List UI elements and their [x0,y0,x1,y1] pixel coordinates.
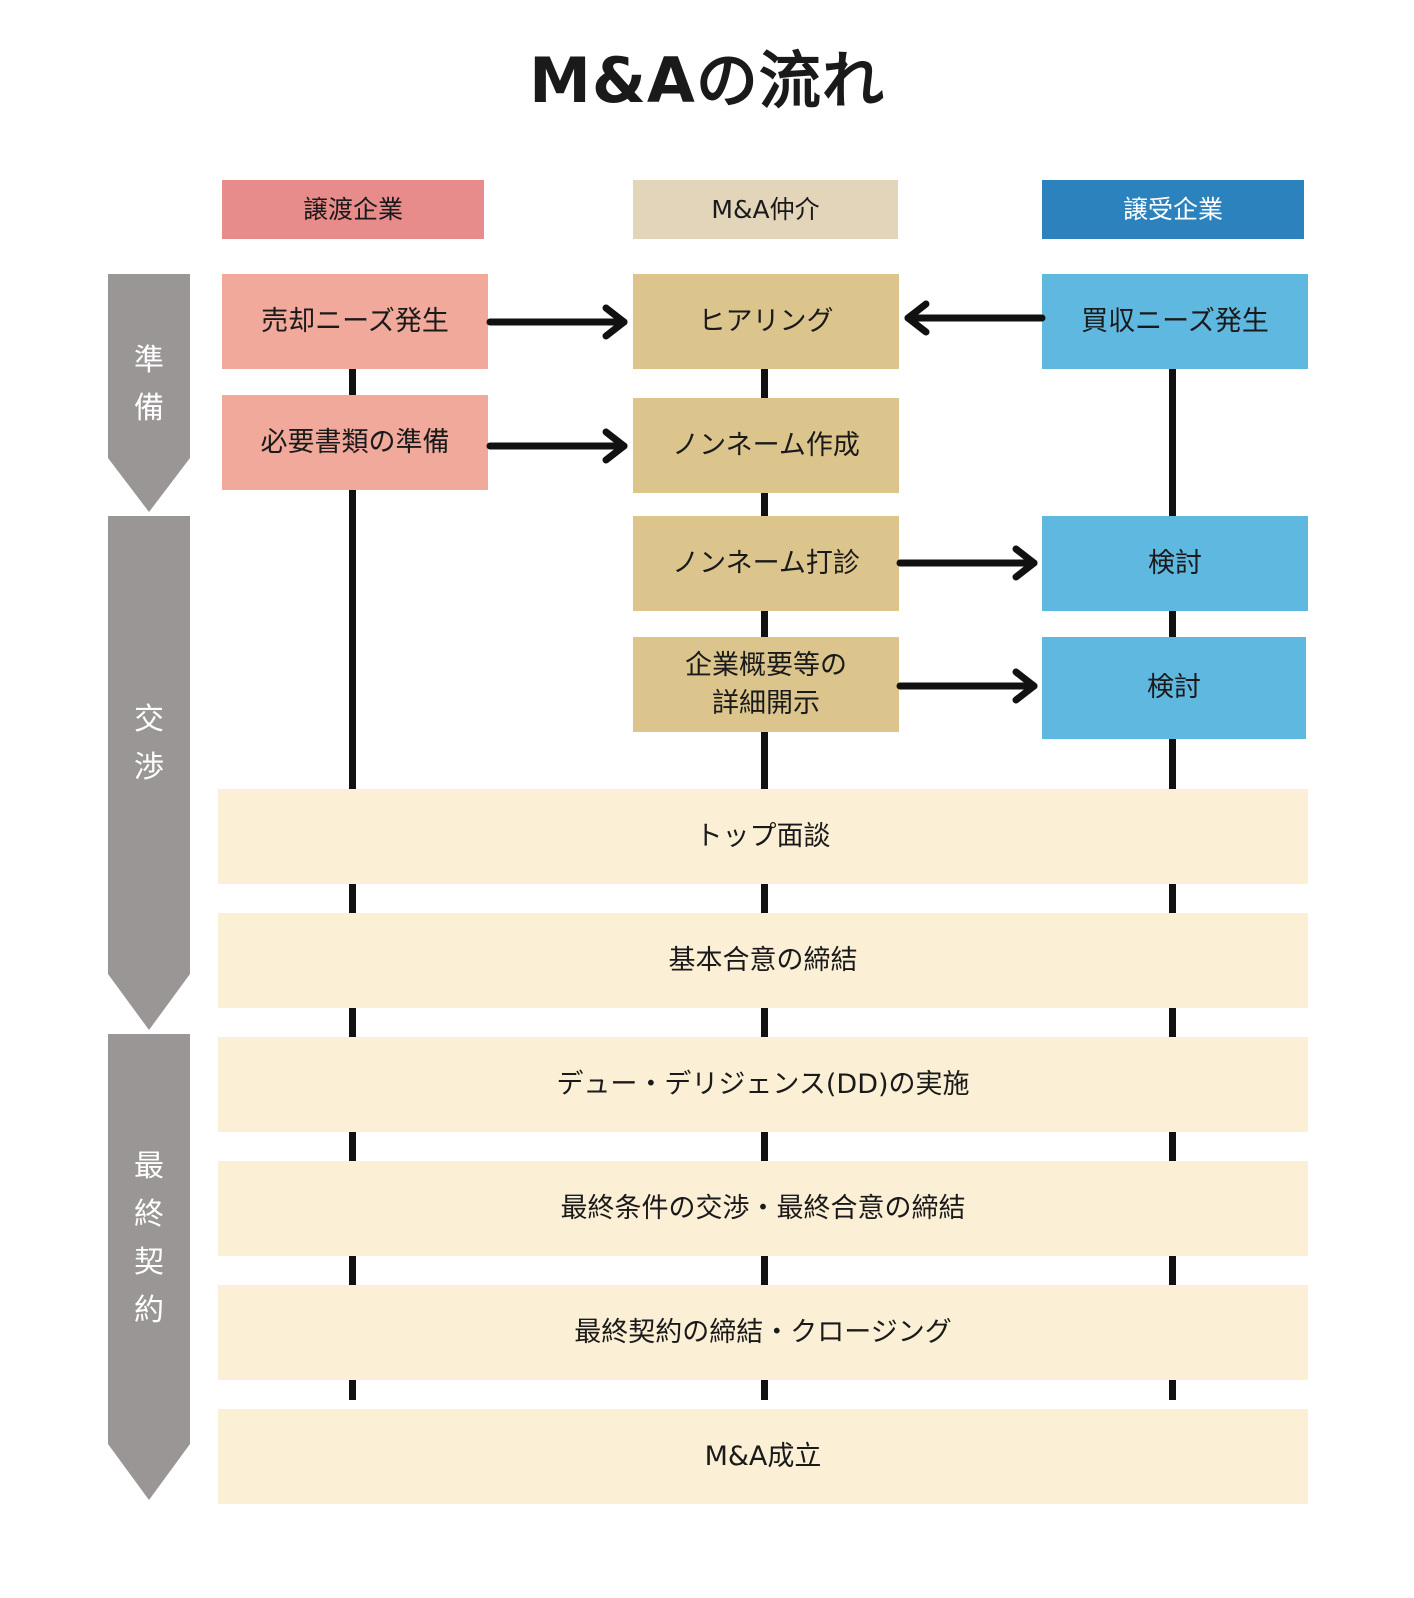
step-review-2: 検討 [1042,637,1306,739]
step-seller-needs: 売却ニーズ発生 [222,274,488,369]
joint-step-label: 最終条件の交渉・最終合意の締結 [560,1192,966,1224]
joint-step-label: M&A成立 [704,1440,822,1472]
phase-arrow-negotiation [108,516,190,1030]
joint-step-closing: 最終契約の締結・クロージング [218,1285,1308,1380]
joint-step-completion: M&A成立 [218,1409,1308,1504]
joint-step-label: 基本合意の締結 [668,944,858,976]
joint-step-label: デュー・デリジェンス(DD)の実施 [556,1068,970,1100]
step-label: 売却ニーズ発生 [261,305,449,337]
joint-step-top-meeting: トップ面談 [218,789,1308,884]
joint-step-final-negotiation: 最終条件の交渉・最終合意の締結 [218,1161,1308,1256]
phase-arrow-final-contract [108,1034,190,1500]
step-label: ノンネーム打診 [672,547,860,579]
phase-char: 終 [134,1197,164,1232]
step-label: ヒアリング [698,305,834,337]
seller-lane-line [349,368,356,1400]
phase-label-preparation: 準 備 [108,337,190,433]
step-label: 検討 [1147,672,1201,704]
column-header-broker: M&A仲介 [633,180,898,239]
step-label-line: 企業概要等の [685,649,847,681]
column-header-buyer: 譲受企業 [1042,180,1304,239]
step-label: 必要書類の準備 [260,426,450,458]
step-buyer-needs: 買収ニーズ発生 [1042,274,1308,369]
phase-arrow-preparation [108,274,190,512]
step-label-line: 詳細開示 [712,687,820,719]
column-header-buyer-label: 譲受企業 [1122,195,1223,224]
joint-step-due-diligence: デュー・デリジェンス(DD)の実施 [218,1037,1308,1132]
phase-char: 渉 [134,750,164,785]
joint-step-label: 最終契約の締結・クロージング [574,1316,952,1348]
step-label-multiline: 企業概要等の 詳細開示 [685,647,847,723]
column-header-broker-label: M&A仲介 [711,195,820,224]
step-noname-create: ノンネーム作成 [633,398,899,493]
phase-char: 約 [134,1293,164,1328]
arrow-disclosure-to-review [896,668,1038,704]
page-title: M&Aの流れ [529,44,885,117]
step-noname-offer: ノンネーム打診 [633,516,899,611]
phase-char: 最 [134,1149,164,1184]
arrow-seller-needs-to-hearing [486,304,628,340]
phase-label-final-contract: 最 終 契 約 [108,1143,190,1335]
step-label: 検討 [1148,547,1202,579]
phase-char: 準 [134,343,164,378]
step-review-1: 検討 [1042,516,1308,611]
phase-char: 備 [134,391,164,426]
column-header-seller: 譲渡企業 [222,180,484,239]
phase-char: 契 [134,1245,164,1280]
step-label: 買収ニーズ発生 [1081,305,1269,337]
column-header-seller-label: 譲渡企業 [302,195,403,224]
arrow-noname-offer-to-review [896,545,1038,581]
step-detail-disclosure: 企業概要等の 詳細開示 [633,637,899,732]
buyer-lane-line [1169,368,1176,1400]
arrow-seller-docs-to-noname-create [486,428,628,464]
broker-lane-line [761,368,768,1400]
joint-step-label: トップ面談 [695,820,831,852]
phase-label-negotiation: 交 渉 [108,696,190,792]
joint-step-basic-agreement: 基本合意の締結 [218,913,1308,1008]
step-seller-docs: 必要書類の準備 [222,395,488,490]
step-label: ノンネーム作成 [672,429,860,461]
arrow-buyer-needs-to-hearing [904,300,1046,336]
step-hearing: ヒアリング [633,274,899,369]
phase-char: 交 [134,702,164,737]
